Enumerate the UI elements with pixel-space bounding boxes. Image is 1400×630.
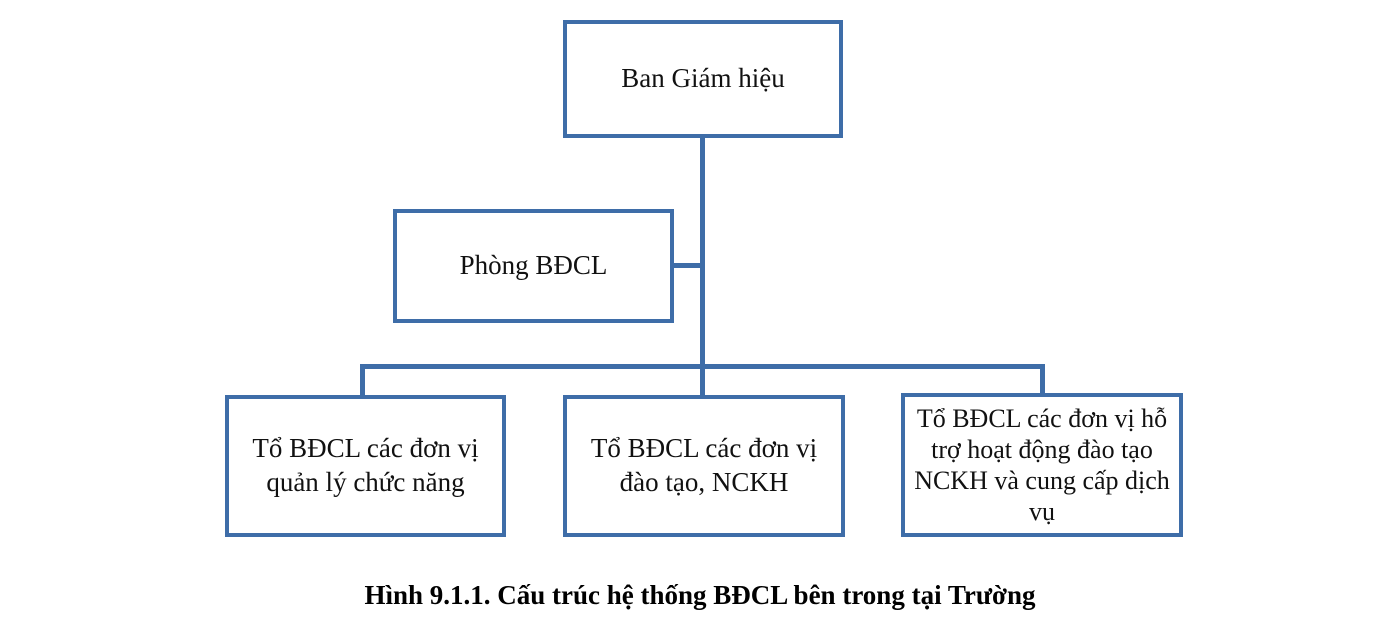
node-phong-bdcl: Phòng BĐCL xyxy=(393,209,674,323)
node-label: Tổ BĐCL các đơn vị quản lý chức năng xyxy=(252,433,479,497)
connector-drop-left xyxy=(360,364,365,395)
node-to-bdcl-ho-tro: Tổ BĐCL các đơn vị hỗ trợ hoạt động đào … xyxy=(901,393,1183,537)
node-label: Ban Giám hiệu xyxy=(621,63,785,94)
connector-office-stub xyxy=(672,263,702,268)
node-label: Tổ BĐCL các đơn vị đào tạo, NCKH xyxy=(590,433,818,497)
connector-distributor-horizontal xyxy=(360,364,1045,369)
node-to-bdcl-dao-tao: Tổ BĐCL các đơn vị đào tạo, NCKH xyxy=(563,395,845,537)
connector-drop-right xyxy=(1040,364,1045,395)
node-label: Phòng BĐCL xyxy=(459,250,608,281)
connector-trunk-vertical xyxy=(700,138,705,395)
figure-caption: Hình 9.1.1. Cấu trúc hệ thống BĐCL bên t… xyxy=(364,580,1036,610)
node-ban-giam-hieu: Ban Giám hiệu xyxy=(563,20,843,138)
node-to-bdcl-quan-ly: Tổ BĐCL các đơn vị quản lý chức năng xyxy=(225,395,506,537)
node-label: Tổ BĐCL các đơn vị hỗ trợ hoạt động đào … xyxy=(914,403,1170,527)
